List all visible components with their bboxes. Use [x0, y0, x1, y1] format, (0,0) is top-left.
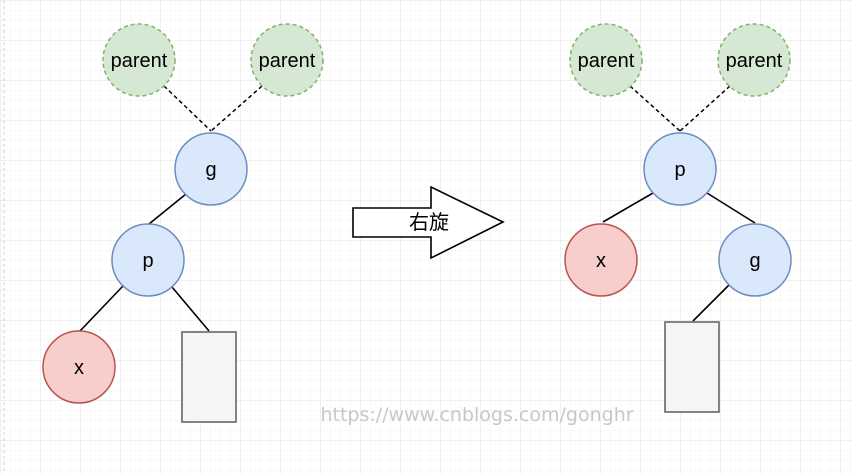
edge-p-to-g	[706, 192, 756, 224]
node-label: parent	[111, 50, 168, 72]
node-label: parent	[578, 50, 635, 72]
node-parent-right: parent	[717, 23, 791, 97]
node-label: g	[205, 159, 216, 181]
subtree-box	[181, 331, 237, 423]
watermark-text: https://www.cnblogs.com/gonghr	[320, 404, 633, 426]
node-x: x	[564, 223, 638, 297]
edge-p-to-x	[602, 192, 654, 223]
node-x: x	[42, 330, 116, 404]
node-p: p	[643, 132, 717, 206]
node-g: g	[718, 223, 792, 297]
before-tree: parent parent g p x	[42, 23, 324, 423]
arrow-label: 右旋	[409, 210, 449, 234]
rotation-arrow: 右旋	[352, 185, 505, 260]
edge-parent-right-to-g	[210, 85, 263, 132]
node-label: x	[596, 250, 606, 272]
edge-parent-left-to-p	[629, 85, 681, 132]
node-p: p	[111, 223, 185, 297]
edge-p-to-subtree	[171, 286, 210, 332]
subtree-box	[664, 321, 720, 413]
edge-parent-right-to-p	[679, 85, 731, 132]
node-parent-right: parent	[250, 23, 324, 97]
node-parent-left: parent	[569, 23, 643, 97]
node-label: g	[749, 250, 760, 272]
node-label: p	[674, 159, 685, 181]
edge-parent-left-to-g	[163, 85, 212, 132]
edge-g-to-p	[148, 193, 187, 225]
edge-g-to-subtree	[692, 283, 731, 322]
node-label: parent	[726, 50, 783, 72]
node-label: x	[74, 357, 84, 379]
node-label: parent	[259, 50, 316, 72]
node-g: g	[174, 132, 248, 206]
arrow-shape	[352, 185, 505, 260]
node-parent-left: parent	[102, 23, 176, 97]
after-tree: parent parent p x g	[564, 23, 792, 413]
edge-p-to-x	[79, 285, 124, 332]
node-label: p	[142, 250, 153, 272]
